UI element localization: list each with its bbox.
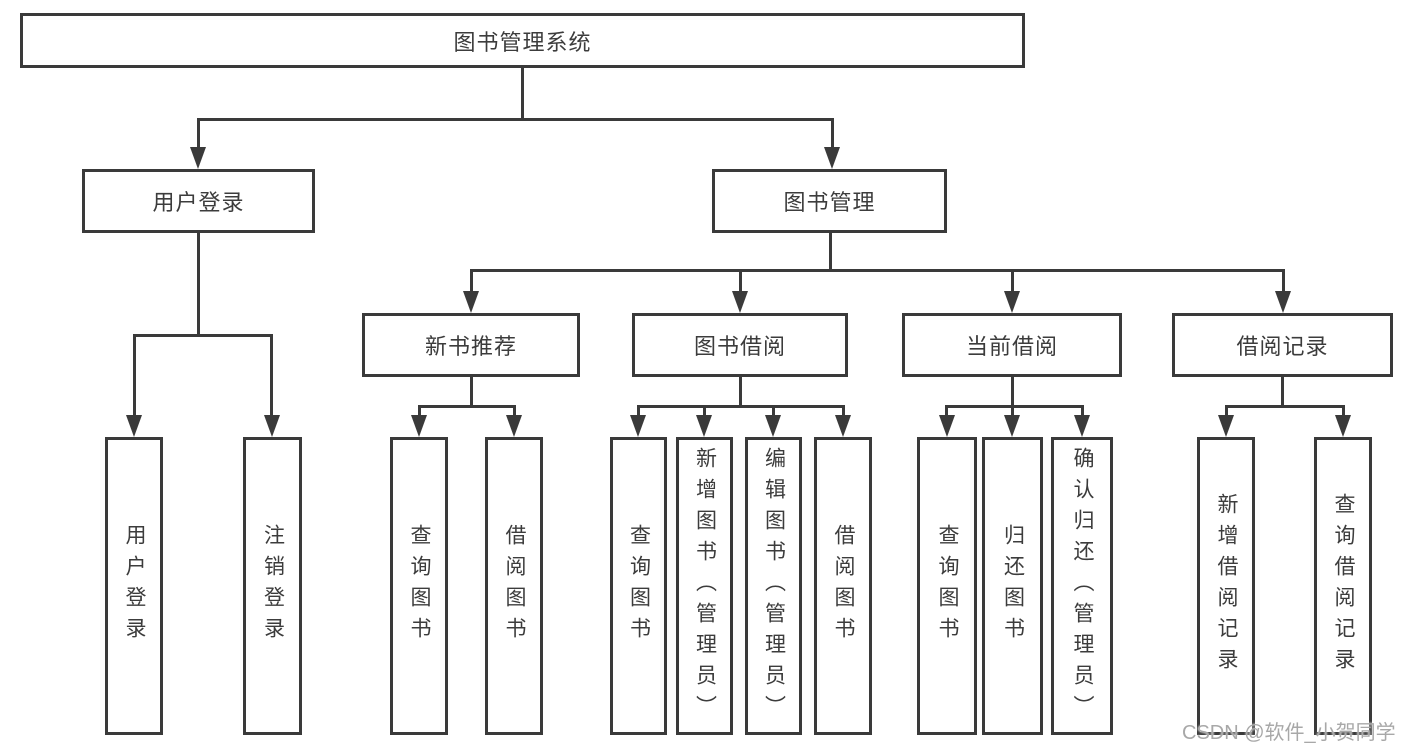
connector-stem: [945, 405, 948, 419]
connector-stem: [1225, 405, 1228, 419]
connector-root-stub: [521, 66, 524, 120]
connector-stem: [739, 269, 742, 295]
leaf-query-books-recommend: 查询图书: [390, 437, 448, 735]
node-user-login-label: 用户登录: [152, 190, 245, 215]
connector-hline: [945, 405, 1083, 408]
node-new-book-recommend-label: 新书推荐: [424, 334, 517, 359]
arrowhead-down-icon: [939, 415, 955, 437]
leaf-logout-login-label: 注销登录: [261, 524, 285, 648]
arrowhead-down-icon: [1335, 415, 1351, 437]
connector-stem: [513, 405, 516, 419]
node-new-book-recommend: 新书推荐: [362, 313, 580, 377]
arrowhead-down-icon: [190, 147, 206, 169]
node-borrow-records: 借阅记录: [1172, 313, 1393, 377]
arrowhead-down-icon: [1275, 291, 1291, 313]
node-book-borrow: 图书借阅: [632, 313, 848, 377]
connector-stub: [739, 374, 742, 407]
connector-stem: [270, 334, 273, 419]
arrowhead-down-icon: [1004, 291, 1020, 313]
connector-stub: [829, 232, 832, 272]
connector-hline: [1225, 405, 1344, 408]
arrowhead-down-icon: [765, 415, 781, 437]
leaf-query-books-borrow: 查询图书: [610, 437, 667, 735]
connector-stub: [197, 232, 200, 336]
connector-hline: [470, 269, 1284, 272]
connector-stem: [1282, 269, 1285, 295]
watermark: CSDN @软件_小贺同学: [1182, 722, 1396, 744]
arrowhead-down-icon: [411, 415, 427, 437]
leaf-query-borrow-record: 查询借阅记录: [1314, 437, 1372, 735]
connector-hline: [133, 334, 273, 337]
arrowhead-down-icon: [1218, 415, 1234, 437]
arrowhead-down-icon: [264, 415, 280, 437]
node-book-management-label: 图书管理: [783, 190, 876, 215]
arrowhead-down-icon: [630, 415, 646, 437]
leaf-confirm-return-admin: 确认归还（管理员）: [1051, 437, 1113, 735]
connector-stem: [772, 405, 775, 419]
leaf-borrow-books-label: 借阅图书: [832, 524, 856, 648]
connector-stem: [831, 118, 834, 151]
leaf-borrow-books: 借阅图书: [814, 437, 872, 735]
node-borrow-records-label: 借阅记录: [1236, 334, 1329, 359]
arrowhead-down-icon: [732, 291, 748, 313]
leaf-query-books-current-label: 查询图书: [936, 524, 960, 648]
node-root: 图书管理系统: [20, 13, 1025, 68]
node-book-borrow-label: 图书借阅: [693, 334, 786, 359]
connector-stub: [470, 374, 473, 407]
leaf-query-borrow-record-label: 查询借阅记录: [1332, 493, 1356, 679]
node-book-management: 图书管理: [712, 169, 947, 233]
connector-stem: [1081, 405, 1084, 419]
arrowhead-down-icon: [1074, 415, 1090, 437]
connector-stem: [842, 405, 845, 419]
connector-root-hline: [197, 118, 834, 121]
leaf-user-login: 用户登录: [105, 437, 163, 735]
arrowhead-down-icon: [506, 415, 522, 437]
leaf-add-books-admin-label: 新增图书（管理员）: [693, 446, 717, 726]
connector-hline: [637, 405, 844, 408]
leaf-add-books-admin: 新增图书（管理员）: [676, 437, 733, 735]
connector-stem: [418, 405, 421, 419]
connector-hline: [418, 405, 515, 408]
leaf-query-books-recommend-label: 查询图书: [408, 524, 432, 648]
arrowhead-down-icon: [463, 291, 479, 313]
leaf-borrow-books-recommend-label: 借阅图书: [503, 524, 527, 648]
arrowhead-down-icon: [696, 415, 712, 437]
leaf-add-borrow-record-label: 新增借阅记录: [1215, 493, 1239, 679]
arrowhead-down-icon: [835, 415, 851, 437]
connector-stem: [1011, 269, 1014, 295]
leaf-return-books: 归还图书: [982, 437, 1043, 735]
leaf-confirm-return-admin-label: 确认归还（管理员）: [1071, 446, 1095, 726]
leaf-edit-books-admin: 编辑图书（管理员）: [745, 437, 802, 735]
connector-stem: [637, 405, 640, 419]
leaf-borrow-books-recommend: 借阅图书: [485, 437, 543, 735]
leaf-query-books-current: 查询图书: [917, 437, 977, 735]
leaf-return-books-label: 归还图书: [1001, 524, 1025, 648]
node-current-borrow: 当前借阅: [902, 313, 1122, 377]
connector-stem: [470, 269, 473, 295]
arrowhead-down-icon: [824, 147, 840, 169]
connector-stem: [1011, 405, 1014, 419]
connector-stem: [703, 405, 706, 419]
node-root-label: 图书管理系统: [453, 29, 592, 55]
leaf-add-borrow-record: 新增借阅记录: [1197, 437, 1255, 735]
arrowhead-down-icon: [126, 415, 142, 437]
connector-stem: [1342, 405, 1345, 419]
arrowhead-down-icon: [1004, 415, 1020, 437]
leaf-edit-books-admin-label: 编辑图书（管理员）: [762, 446, 786, 726]
connector-stem: [133, 334, 136, 419]
node-user-login: 用户登录: [82, 169, 315, 233]
leaf-query-books-borrow-label: 查询图书: [627, 524, 651, 648]
connector-stub: [1011, 374, 1014, 407]
node-current-borrow-label: 当前借阅: [965, 334, 1058, 359]
leaf-logout-login: 注销登录: [243, 437, 302, 735]
connector-stem: [197, 118, 200, 151]
connector-stub: [1281, 374, 1284, 407]
leaf-user-login-label: 用户登录: [123, 524, 147, 648]
